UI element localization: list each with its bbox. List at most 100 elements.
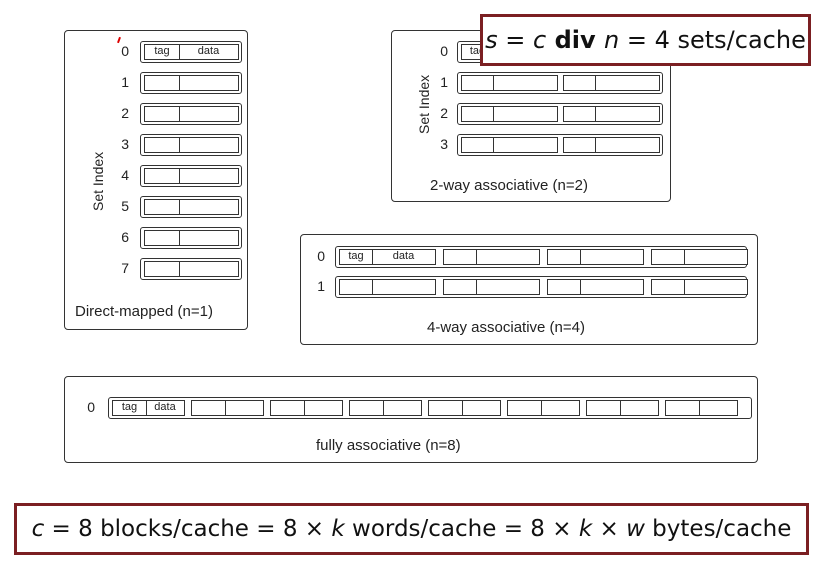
- tag-field: [564, 138, 596, 152]
- cache-set: [140, 103, 242, 125]
- cache-block: tag data: [144, 44, 239, 60]
- set-index-label: 1: [317, 278, 325, 294]
- data-field: [383, 401, 421, 415]
- set-index-label: 2: [440, 105, 448, 121]
- data-field: [580, 280, 643, 294]
- data-field: data: [197, 45, 220, 57]
- cache-set: [457, 72, 663, 94]
- data-field: data: [154, 401, 176, 413]
- set-index-label: 0: [440, 43, 448, 59]
- cache-set: [140, 72, 242, 94]
- tag-field: [145, 76, 180, 90]
- tag-field: [145, 200, 180, 214]
- cache-block: [563, 75, 660, 91]
- formula-s: s: [485, 26, 498, 54]
- cache-block: [144, 261, 239, 277]
- tag-field: [652, 250, 685, 264]
- formula-c: c: [31, 516, 45, 542]
- tag-field: [145, 262, 180, 276]
- tag-field: [462, 76, 494, 90]
- data-field: [493, 107, 557, 121]
- cache-block: [651, 249, 748, 265]
- cache-block: [191, 400, 264, 416]
- cache-block: [651, 279, 748, 295]
- formula-w: w: [626, 516, 645, 542]
- cache-block: [665, 400, 738, 416]
- tag-field: [350, 401, 384, 415]
- formula-text: bytes/cache: [644, 516, 792, 542]
- cache-block: [547, 249, 644, 265]
- cache-block: [547, 279, 644, 295]
- set-index-label: 1: [121, 74, 129, 90]
- tag-field: [340, 280, 373, 294]
- tag-field: [145, 138, 180, 152]
- formula-text: ×: [592, 516, 627, 542]
- four-way-caption: 4-way associative (n=4): [427, 319, 585, 336]
- set-index-label: 0: [121, 43, 129, 59]
- data-field: [595, 76, 659, 90]
- data-field: [476, 280, 539, 294]
- tag-field: [462, 138, 494, 152]
- cache-block: [144, 230, 239, 246]
- cache-block: [443, 249, 540, 265]
- tag-field: [145, 231, 180, 245]
- tag-field: [548, 250, 581, 264]
- cache-block: [563, 106, 660, 122]
- sets-formula-box: s = c div n = 4 sets/cache: [480, 14, 811, 66]
- data-field: [179, 107, 238, 121]
- cache-block: [507, 400, 580, 416]
- tag-field: tag: [113, 401, 147, 415]
- tag-field: [564, 107, 596, 121]
- data-field: [372, 280, 435, 294]
- data-field: [595, 107, 659, 121]
- tag-field: [444, 250, 477, 264]
- cache-block: [339, 279, 436, 295]
- cache-block: [428, 400, 501, 416]
- cache-set: [457, 134, 663, 156]
- cache-block: [461, 106, 558, 122]
- cache-size-formula-box: c = 8 blocks/cache = 8 × k words/cache =…: [14, 503, 809, 555]
- data-field: data: [392, 250, 415, 262]
- tag-field: [444, 280, 477, 294]
- data-field: [620, 401, 658, 415]
- formula-text: words/cache = 8 ×: [344, 516, 579, 542]
- data-field: [595, 138, 659, 152]
- direct-mapped-caption: Direct-mapped (n=1): [75, 303, 213, 320]
- tag-field: [548, 280, 581, 294]
- set-index-label: 1: [440, 74, 448, 90]
- tag-field: tag: [145, 45, 180, 59]
- set-index-label: 5: [121, 198, 129, 214]
- two-way-axis-label: Set Index: [416, 74, 432, 134]
- cache-set: [140, 165, 242, 187]
- data-field: [541, 401, 579, 415]
- data-field: [179, 262, 238, 276]
- data-field: [462, 401, 500, 415]
- formula-k: k: [331, 516, 345, 542]
- cache-block: [144, 75, 239, 91]
- formula-text: = 8 blocks/cache = 8 ×: [44, 516, 332, 542]
- tag-field: [145, 169, 180, 183]
- set-index-label: 4: [121, 167, 129, 183]
- data-field: [179, 138, 238, 152]
- set-index-label: 0: [317, 248, 325, 264]
- data-field: [684, 280, 747, 294]
- data-field: [684, 250, 747, 264]
- tag-field: [666, 401, 700, 415]
- cache-set: [140, 227, 242, 249]
- data-field: [493, 138, 557, 152]
- fully-associative-caption: fully associative (n=8): [316, 437, 461, 454]
- cache-block: [144, 199, 239, 215]
- set-index-label: 3: [440, 136, 448, 152]
- tag-field: [508, 401, 542, 415]
- cache-set: [140, 134, 242, 156]
- direct-mapped-axis-label: Set Index: [90, 151, 106, 211]
- cache-block: [270, 400, 343, 416]
- data-field: [179, 200, 238, 214]
- data-field: [580, 250, 643, 264]
- tag-field: [564, 76, 596, 90]
- tag-field: [587, 401, 621, 415]
